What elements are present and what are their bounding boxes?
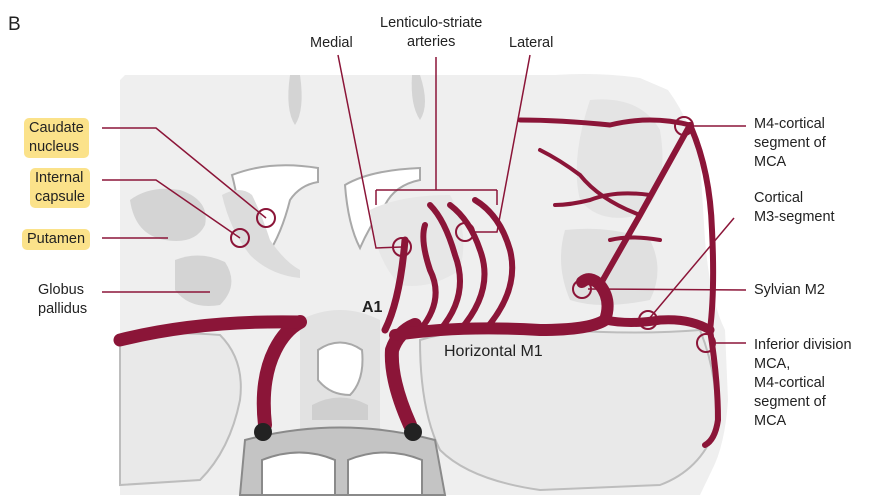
carotid-openings (254, 423, 422, 441)
label-lenticulo-striate-arteries: Lenticulo-striate arteries (380, 15, 483, 50)
label-sylvian-m2: Sylvian M2 (754, 282, 825, 298)
label-inferior-division-mca: Inferior division MCA, M4-cortical segme… (754, 337, 852, 429)
label-globus-pallidus: Globus pallidus (38, 282, 88, 317)
label-m4-cortical-segment: M4-cortical segment of MCA (754, 116, 826, 170)
label-horizontal-m1: Horizontal M1 (444, 343, 543, 360)
label-medial: Medial (310, 35, 353, 51)
brain-section (119, 74, 728, 496)
label-putamen: Putamen (22, 229, 91, 250)
label-lateral: Lateral (509, 35, 554, 51)
label-a1: A1 (362, 299, 383, 316)
label-internal-capsule: Internal capsule (30, 168, 90, 208)
label-cortical-m3-segment: Cortical M3-segment (754, 190, 835, 225)
panel-letter: B (8, 14, 21, 35)
arteries (113, 117, 721, 448)
leader-lines (102, 54, 747, 344)
label-caudate-nucleus: Caudate nucleus (24, 118, 89, 158)
